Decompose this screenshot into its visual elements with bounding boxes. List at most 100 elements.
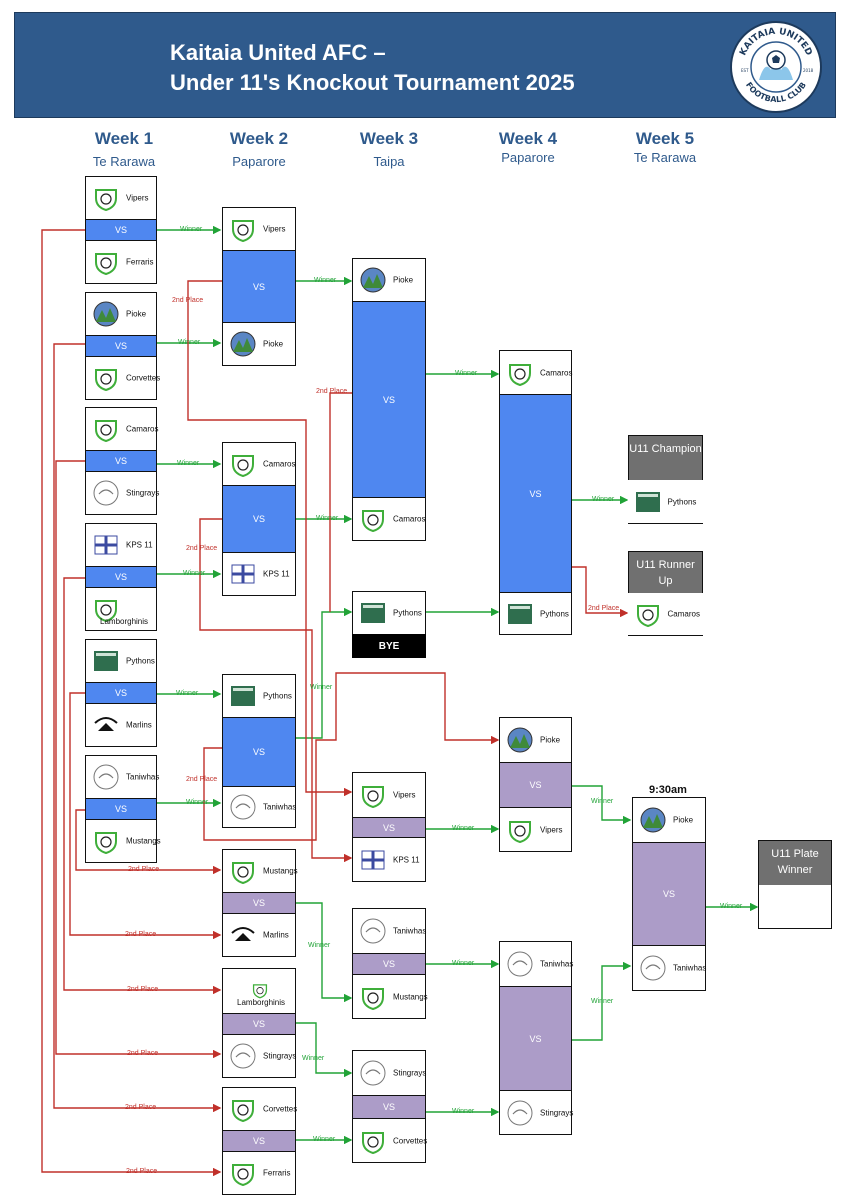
vs-bar: VS xyxy=(85,450,157,472)
champion-box: U11 Champion Pythons xyxy=(627,435,703,524)
team-box-w5-plate-away: Taniwhas xyxy=(632,945,706,991)
champion-label: U11 Champion xyxy=(629,436,702,480)
team-name: Pythons xyxy=(393,608,422,618)
team-box-w1-m2-home: Pioke xyxy=(85,292,157,336)
winner-label: Winner xyxy=(183,570,206,577)
team-name: Taniwhas xyxy=(393,926,427,936)
team-name: KPS 11 xyxy=(263,569,290,579)
team-name: Camaros xyxy=(126,424,159,434)
team-name: Stingrays xyxy=(126,488,160,498)
second-place-label: 2nd Place xyxy=(316,388,348,395)
vs-bar: VS xyxy=(352,1095,426,1119)
vs-bar: VS xyxy=(85,219,157,241)
team-name: Camaros xyxy=(393,514,426,524)
winner-label: Winner xyxy=(308,942,331,949)
team-badge-icon xyxy=(508,603,532,624)
vs-bar: VS xyxy=(85,566,157,588)
team-badge-icon xyxy=(95,189,117,212)
team-box-w4-final-home: Camaros xyxy=(499,350,572,395)
second-place-label: 2nd Place xyxy=(186,545,218,552)
team-badge-icon xyxy=(230,1043,256,1069)
team-box-w4-p2-home: Taniwhas xyxy=(499,941,573,987)
winner-label: Winner xyxy=(316,515,339,522)
team-box-w1-m1-home: Vipers xyxy=(85,176,157,220)
team-badge-icon xyxy=(636,605,659,628)
team-name: Ferraris xyxy=(263,1168,291,1178)
winner-label: Winner xyxy=(178,339,201,346)
team-name: Camaros xyxy=(667,609,700,619)
runner-up-box: U11 Runner Up Camaros xyxy=(627,551,703,636)
team-box-w3-p3-home: Stingrays xyxy=(352,1050,426,1096)
team-box-w4-p2-away: Stingrays xyxy=(499,1090,573,1135)
team-badge-icon xyxy=(232,1164,254,1187)
week-header-5: Week 5 Te Rarawa xyxy=(605,129,725,167)
second-place-label: 2nd Place xyxy=(125,1104,157,1111)
plate-winner-label: U11 Plate Winner xyxy=(759,841,831,885)
runner-up-team: Camaros xyxy=(627,593,703,635)
team-badge-icon xyxy=(635,491,660,512)
winner-label: Winner xyxy=(720,903,743,910)
team-name: Pioke xyxy=(673,815,694,825)
winner-label: Winner xyxy=(186,799,209,806)
team-badge-icon xyxy=(95,253,117,276)
team-box-w2-m3-away: Taniwhas xyxy=(222,786,296,828)
team-name: Taniwhas xyxy=(263,802,297,812)
team-name: Pioke xyxy=(393,275,414,285)
vs-bar: VS xyxy=(499,762,572,808)
team-box-w1-m4-away: Lamborghinis xyxy=(85,587,157,631)
team-badge-icon xyxy=(507,951,533,977)
week-header-2: Week 2 Paparore xyxy=(199,129,319,171)
vs-bar: VS xyxy=(222,1013,296,1035)
team-badge-icon xyxy=(95,369,117,392)
team-name: Mustangs xyxy=(393,992,428,1001)
second-place-label: 2nd Place xyxy=(172,297,204,304)
week-name: Week 2 xyxy=(229,129,289,148)
team-badge-icon xyxy=(507,727,533,753)
team-name: Camaros xyxy=(263,459,296,469)
team-badge-icon xyxy=(231,927,255,941)
team-badge-icon xyxy=(640,955,666,981)
team-badge-icon xyxy=(230,331,256,357)
logo-year: 2018 xyxy=(803,68,814,73)
winner-label: Winner xyxy=(591,798,614,805)
team-box-w3-p2-away: Mustangs xyxy=(352,974,428,1019)
team-badge-icon xyxy=(93,301,119,327)
team-name: Vipers xyxy=(393,790,416,800)
team-box-w1-m3-away: Stingrays xyxy=(85,471,160,515)
team-badge-icon xyxy=(93,480,119,506)
vs-bar: VS xyxy=(352,953,426,975)
team-box-w2-m1-away: Pioke xyxy=(222,322,296,366)
team-box-w2-m1-home: Vipers xyxy=(222,207,296,251)
vs-bar: VS xyxy=(85,335,157,357)
team-name: Marlins xyxy=(263,930,289,940)
vs-bar: VS xyxy=(222,485,296,553)
week-header-3: Week 3 Taipa xyxy=(329,129,449,171)
team-box-w3-m2-home: Pythons xyxy=(352,591,426,635)
team-name: Mustangs xyxy=(263,866,298,876)
winner-label: Winner xyxy=(452,960,475,967)
plate-winner-box: U11 Plate Winner xyxy=(758,840,832,929)
title-line-1: Kaitaia United AFC – xyxy=(170,40,386,65)
team-name: Stingrays xyxy=(393,1068,427,1078)
week-header-4: Week 4 Paparore xyxy=(468,129,588,167)
vs-bar: VS xyxy=(632,842,706,946)
team-badge-icon xyxy=(362,987,384,1010)
team-name: Vipers xyxy=(126,193,149,203)
club-logo: KAITAIA UNITED FOOTBALL CLUB EST 2018 xyxy=(730,21,822,113)
team-badge-icon xyxy=(361,850,385,869)
week-name: Week 4 xyxy=(498,129,558,148)
team-name: Taniwhas xyxy=(126,772,160,782)
team-name: Pioke xyxy=(126,309,147,319)
team-badge-icon xyxy=(362,786,384,809)
team-badge-icon xyxy=(360,267,386,293)
team-box-w1-m2-away: Corvettes xyxy=(85,356,160,400)
team-badge-icon xyxy=(95,832,117,855)
team-name: Camaros xyxy=(540,368,573,377)
team-name: Corvettes xyxy=(393,1136,428,1145)
team-box-w4-final-away: Pythons xyxy=(499,592,572,635)
team-name: Pythons xyxy=(540,609,569,618)
winner-label: Winner xyxy=(591,998,614,1005)
vs-bar: VS xyxy=(499,986,572,1091)
week-venue: Paparore xyxy=(232,154,286,169)
winner-label: Winner xyxy=(455,370,478,377)
